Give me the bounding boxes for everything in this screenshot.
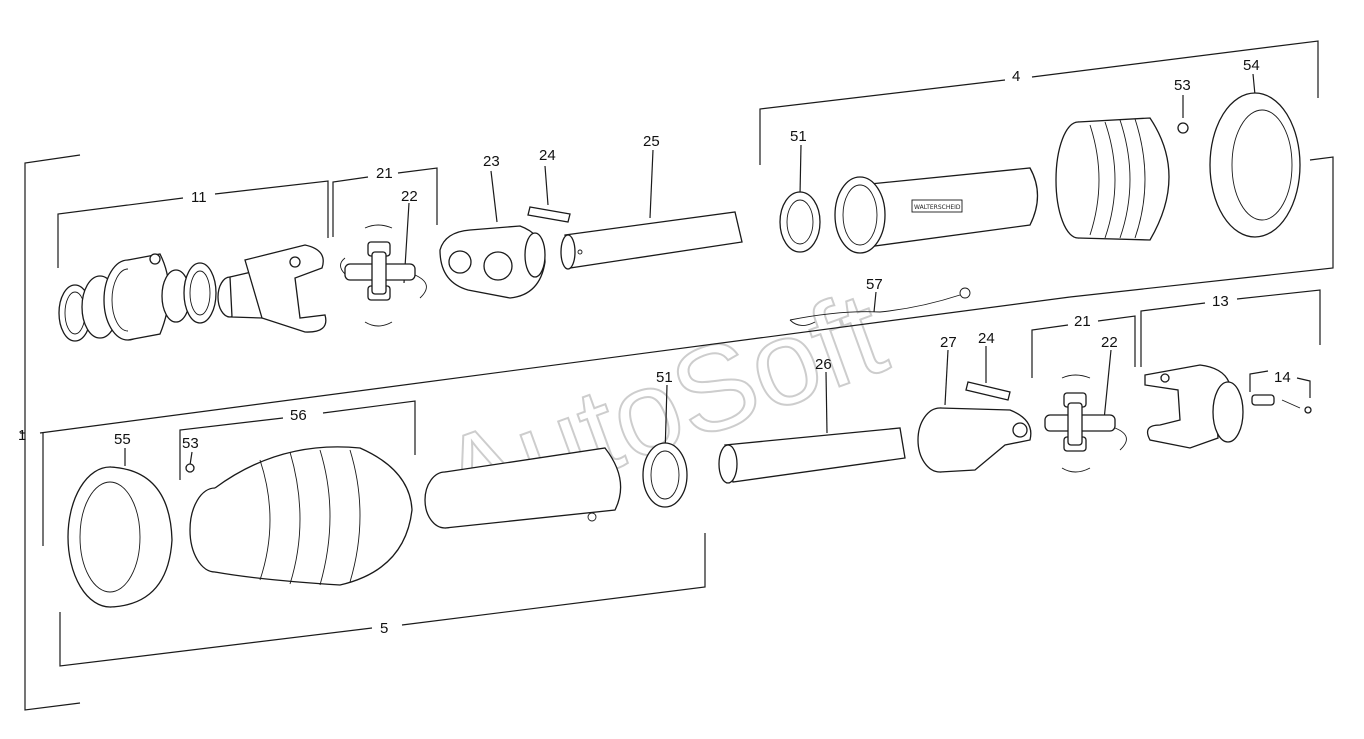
part-4-bellows-top: [1055, 117, 1189, 241]
label-24-top: 24: [539, 147, 556, 164]
label-22-top: 22: [401, 188, 418, 205]
label-22-bottom: 22: [1101, 334, 1118, 351]
label-1: 1: [18, 427, 26, 444]
part-24-pin-bottom: [965, 381, 1011, 401]
label-21-top: 21: [376, 165, 393, 182]
part-26-tube: [718, 427, 906, 484]
label-14: 14: [1274, 369, 1291, 386]
part-56-bellows: [185, 446, 413, 586]
label-13: 13: [1212, 293, 1229, 310]
label-55: 55: [114, 431, 131, 448]
bracket-lines: [20, 40, 1334, 711]
label-51-bottom: 51: [656, 369, 673, 386]
label-24-bottom: 24: [978, 330, 995, 347]
label-5: 5: [380, 620, 388, 637]
part-11-bearing-rings: [58, 253, 217, 342]
label-57: 57: [866, 276, 883, 293]
part-5-guard-tube: [424, 447, 622, 529]
part-21-cross-bottom: [1044, 374, 1127, 473]
label-53-bottom: 53: [182, 435, 199, 452]
label-53-top: 53: [1174, 77, 1191, 94]
part-labels: 1 4 5 11 13 14 21 21 22 22 23 24 24 25 2…: [18, 57, 1291, 637]
part-4-guard-tube: WALTERSCHEID: [834, 167, 1039, 254]
label-56: 56: [290, 407, 307, 424]
part-13-yoke: [1144, 364, 1244, 449]
part-51-ring-bottom: [642, 442, 688, 508]
part-24-pin-top: [527, 206, 571, 223]
part-27-yoke: [917, 407, 1032, 473]
part-55-cap: [67, 466, 173, 608]
label-27: 27: [940, 334, 957, 351]
part-54-cap: [1209, 92, 1301, 238]
label-54: 54: [1243, 57, 1260, 74]
part-11-yoke: [217, 244, 327, 333]
part-57-chain: [789, 287, 971, 326]
part-21-cross-top: [340, 224, 427, 327]
label-23: 23: [483, 153, 500, 170]
label-51-top: 51: [790, 128, 807, 145]
part-25-tube: [560, 211, 743, 270]
part-23-yoke: [439, 225, 546, 299]
label-25: 25: [643, 133, 660, 150]
label-21-bottom: 21: [1074, 313, 1091, 330]
leader-lines: [124, 73, 1256, 466]
svg-text:WALTERSCHEID: WALTERSCHEID: [914, 204, 961, 211]
part-14-push-pin: [1251, 394, 1312, 414]
label-26: 26: [815, 356, 832, 373]
part-51-ring-top: [779, 191, 821, 253]
label-11: 11: [191, 189, 207, 206]
label-4: 4: [1012, 68, 1020, 85]
